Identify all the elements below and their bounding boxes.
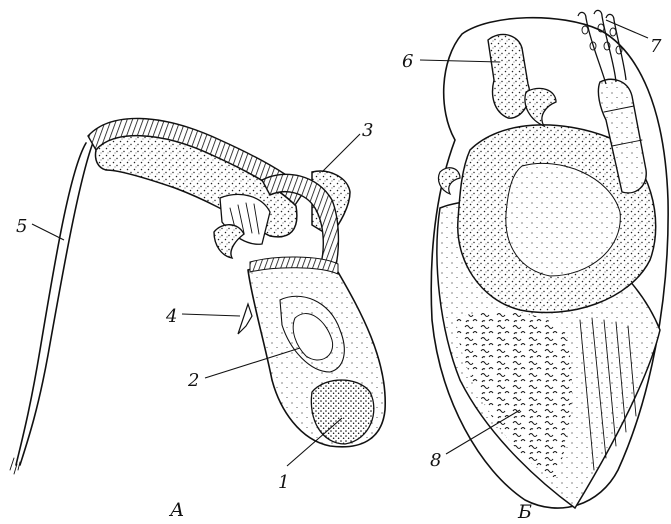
panel-label-b: Б (517, 501, 532, 523)
leader-3 (322, 134, 360, 172)
callout-1: 1 (278, 472, 289, 493)
small-hook (214, 225, 244, 258)
callout-3: 3 (362, 120, 373, 141)
stalk-tip (10, 458, 20, 474)
stalk-outline-outer (16, 143, 86, 465)
callout-8: 8 (430, 450, 441, 471)
callout-6: 6 (402, 51, 413, 72)
spine-4 (238, 304, 252, 334)
panel-label-a: А (168, 499, 184, 521)
panel-a-drawing (10, 118, 385, 474)
callout-4: 4 (165, 306, 177, 327)
leader-5 (32, 224, 64, 240)
stalk-outline-inner (20, 140, 94, 465)
panel-b-drawing (431, 10, 668, 508)
leader-4 (182, 314, 240, 316)
callout-7: 7 (650, 36, 662, 57)
leader-7 (606, 20, 648, 38)
callout-5: 5 (16, 216, 27, 237)
callout-2: 2 (187, 370, 199, 391)
